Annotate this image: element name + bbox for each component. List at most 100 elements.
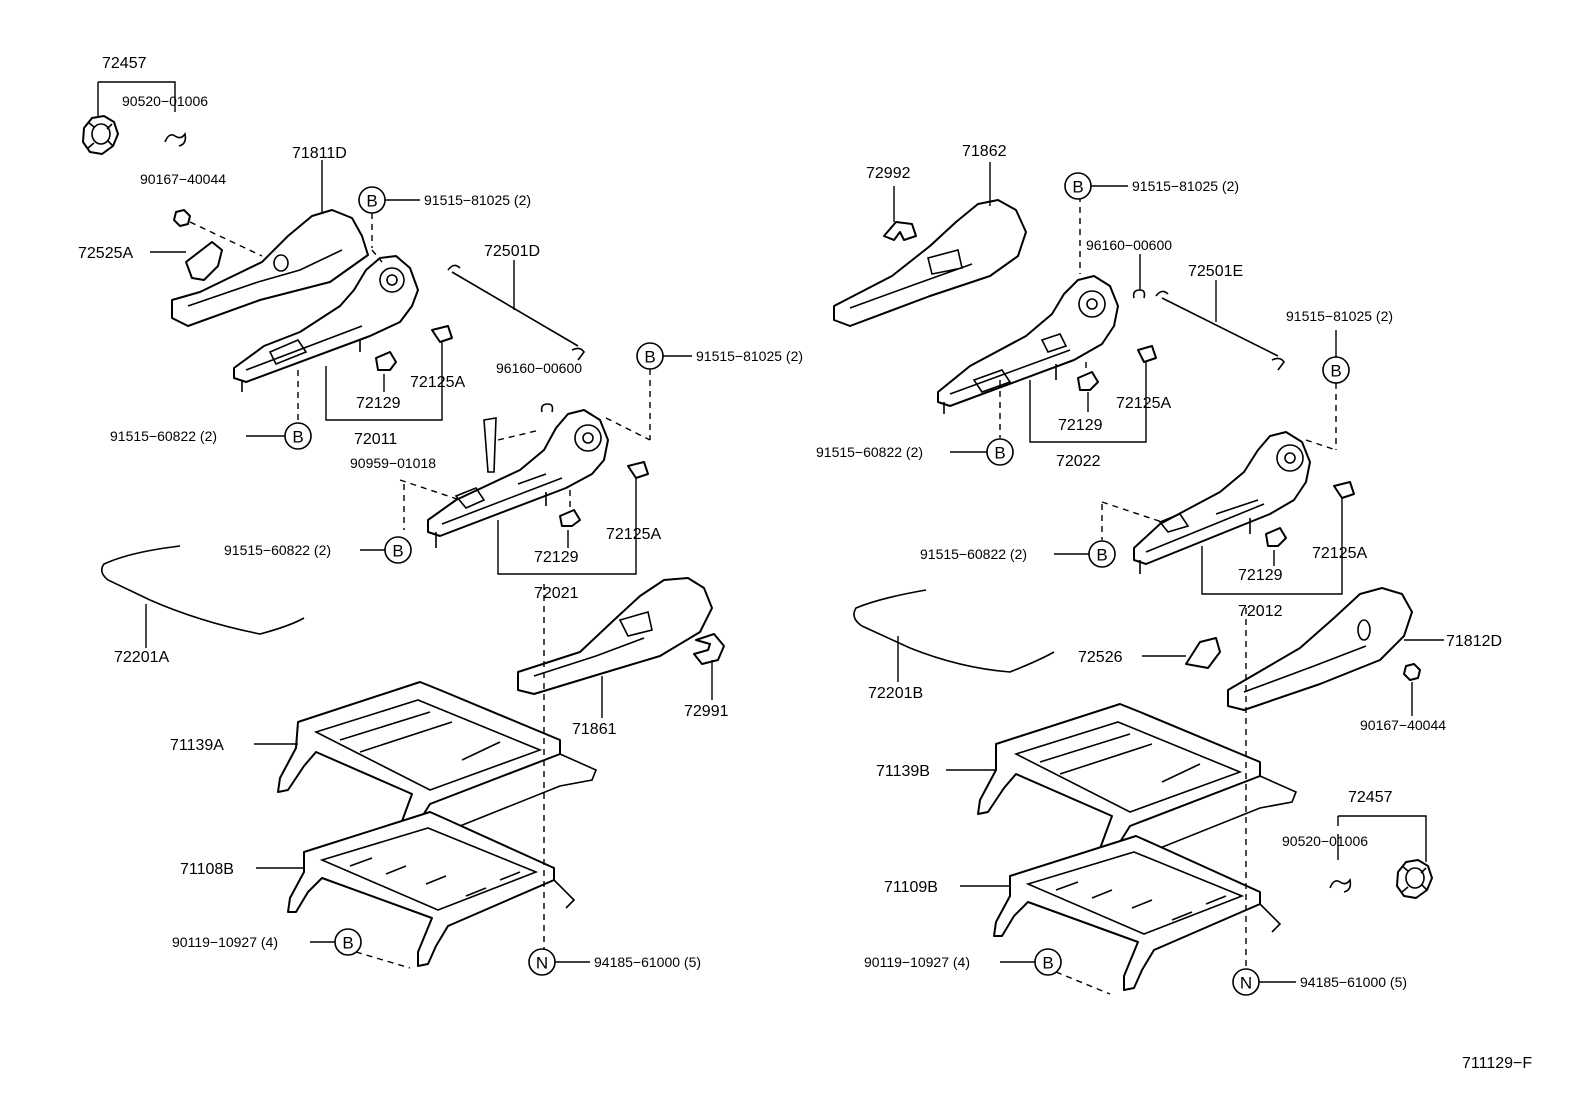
label-91515-60822-right-2: 91515−60822 (2) bbox=[920, 546, 1027, 562]
pin-90959-01018 bbox=[483, 417, 497, 473]
label-72011: 72011 bbox=[354, 431, 397, 448]
label-96160-00600-left: 96160−00600 bbox=[496, 360, 582, 376]
label-72525A: 72525A bbox=[78, 245, 133, 262]
ref-b-left-4: B bbox=[384, 536, 412, 564]
bolt-90167-left bbox=[173, 209, 191, 227]
knob-72457-left bbox=[82, 115, 119, 155]
label-94185-61000-left: 94185−61000 (5) bbox=[594, 954, 701, 970]
label-72021: 72021 bbox=[534, 585, 579, 602]
label-72129-right-1: 72129 bbox=[1058, 417, 1103, 434]
label-91515-81025-left-1: 91515−81025 (2) bbox=[424, 192, 531, 208]
label-72129-left-1: 72129 bbox=[356, 395, 401, 412]
label-91515-60822-left-2: 91515−60822 (2) bbox=[224, 542, 331, 558]
bracket-72125A-a bbox=[431, 325, 453, 343]
label-72501E: 72501E bbox=[1188, 263, 1243, 280]
svg-text:B: B bbox=[292, 428, 303, 447]
part-72526 bbox=[1185, 637, 1221, 669]
svg-text:B: B bbox=[1072, 178, 1083, 197]
label-90520-01006-left: 90520−01006 bbox=[122, 93, 208, 109]
label-72526: 72526 bbox=[1078, 649, 1123, 666]
block-72129-c bbox=[1077, 371, 1099, 391]
ref-b-left-3: B bbox=[284, 422, 312, 450]
svg-text:B: B bbox=[994, 444, 1005, 463]
svg-text:B: B bbox=[1330, 362, 1341, 381]
label-90520-01006-right: 90520−01006 bbox=[1282, 833, 1368, 849]
cover-71812D bbox=[1227, 587, 1413, 711]
wire-72201B bbox=[853, 589, 1055, 673]
ref-b-left-1: B bbox=[358, 186, 386, 214]
label-91515-60822-right-1: 91515−60822 (2) bbox=[816, 444, 923, 460]
svg-text:N: N bbox=[536, 954, 548, 973]
rod-72501D bbox=[447, 264, 585, 361]
ref-b-left-5: B bbox=[334, 928, 362, 956]
label-72991: 72991 bbox=[684, 703, 729, 720]
label-90167-40044-right: 90167−40044 bbox=[1360, 717, 1446, 733]
ref-b-left-2: B bbox=[636, 342, 664, 370]
frame-71108B bbox=[287, 811, 576, 967]
cover-71862 bbox=[833, 199, 1027, 327]
ref-b-right-1: B bbox=[1064, 172, 1092, 200]
label-72125A-left-1: 72125A bbox=[410, 374, 465, 391]
clip-72992 bbox=[883, 221, 917, 241]
label-90119-10927-right: 90119−10927 (4) bbox=[864, 954, 970, 970]
label-91515-81025-right-2: 91515−81025 (2) bbox=[1286, 308, 1393, 324]
label-72457-left: 72457 bbox=[102, 55, 147, 72]
ref-b-right-5: B bbox=[1034, 948, 1062, 976]
figure-code: 711129−F bbox=[1462, 1055, 1532, 1072]
rod-72501E bbox=[1155, 290, 1285, 371]
label-91515-81025-right-1: 91515−81025 (2) bbox=[1132, 178, 1239, 194]
svg-text:B: B bbox=[366, 192, 377, 211]
clip-96160-right bbox=[1132, 289, 1146, 299]
label-71812D: 71812D bbox=[1446, 633, 1502, 650]
label-71861: 71861 bbox=[572, 721, 617, 738]
label-72129-right-2: 72129 bbox=[1238, 567, 1283, 584]
label-90167-40044-left: 90167−40044 bbox=[140, 171, 226, 187]
svg-text:B: B bbox=[1042, 954, 1053, 973]
clip-90520-right bbox=[1329, 877, 1352, 893]
cover-71861 bbox=[517, 577, 713, 695]
svg-text:B: B bbox=[342, 934, 353, 953]
label-91515-60822-left-1: 91515−60822 (2) bbox=[110, 428, 217, 444]
seat-track-72021 bbox=[427, 409, 609, 548]
clip-72991 bbox=[693, 633, 725, 665]
ref-b-right-3: B bbox=[986, 438, 1014, 466]
label-72129-left-2: 72129 bbox=[534, 549, 579, 566]
clip-90520-left bbox=[164, 131, 187, 147]
frame-71139A bbox=[277, 681, 598, 847]
label-72022: 72022 bbox=[1056, 453, 1101, 470]
label-94185-61000-right: 94185−61000 (5) bbox=[1300, 974, 1407, 990]
label-72201A: 72201A bbox=[114, 649, 169, 666]
seat-track-72012 bbox=[1133, 431, 1311, 574]
bracket-72125A-b bbox=[627, 461, 649, 479]
ref-b-right-4: B bbox=[1088, 540, 1116, 568]
svg-text:B: B bbox=[644, 348, 655, 367]
label-72201B: 72201B bbox=[868, 685, 923, 702]
cover-71811D bbox=[171, 209, 369, 327]
label-71139B: 71139B bbox=[876, 763, 930, 780]
label-72501D: 72501D bbox=[484, 243, 540, 260]
label-72125A-right-2: 72125A bbox=[1312, 545, 1367, 562]
bracket-72125A-c bbox=[1137, 345, 1157, 363]
label-90119-10927-left: 90119−10927 (4) bbox=[172, 934, 278, 950]
svg-text:N: N bbox=[1240, 974, 1252, 993]
block-72129-a bbox=[375, 351, 397, 371]
label-90959-01018: 90959−01018 bbox=[350, 455, 436, 471]
block-72129-d bbox=[1265, 527, 1287, 547]
ref-n-right: N bbox=[1232, 968, 1260, 996]
label-71108B: 71108B bbox=[180, 861, 234, 878]
label-72457-right: 72457 bbox=[1348, 789, 1393, 806]
svg-text:B: B bbox=[1096, 546, 1107, 565]
label-72125A-right-1: 72125A bbox=[1116, 395, 1171, 412]
label-71109B: 71109B bbox=[884, 879, 938, 896]
part-72525A bbox=[185, 241, 223, 281]
label-72125A-left-2: 72125A bbox=[606, 526, 661, 543]
label-72992: 72992 bbox=[866, 165, 911, 182]
ref-b-right-2: B bbox=[1322, 356, 1350, 384]
svg-text:B: B bbox=[392, 542, 403, 561]
knob-72457-right bbox=[1396, 859, 1433, 899]
label-71139A: 71139A bbox=[170, 737, 224, 754]
bracket-72125A-d bbox=[1333, 481, 1355, 499]
label-96160-00600-right: 96160−00600 bbox=[1086, 237, 1172, 253]
